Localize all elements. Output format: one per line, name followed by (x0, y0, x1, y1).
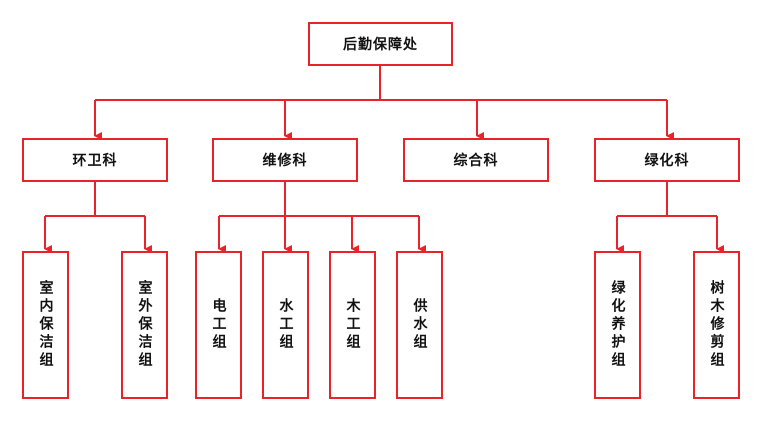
root-node: 后勤保障处 (308, 22, 453, 66)
group-node-plumber: 水工组 (262, 251, 309, 399)
group-node-water-supply: 供水组 (396, 251, 443, 399)
dept-node-general: 综合科 (403, 138, 549, 182)
dept-node-maintenance: 维修科 (212, 138, 358, 182)
dept-node-greening: 绿化科 (594, 138, 740, 182)
dept-node-sanitation: 环卫科 (22, 138, 168, 182)
group-node-tree-pruning: 树木修剪组 (693, 251, 740, 399)
group-node-outdoor-cleaning: 室外保洁组 (121, 251, 168, 399)
group-node-carpenter: 木工组 (329, 251, 376, 399)
group-node-indoor-cleaning: 室内保洁组 (22, 251, 69, 399)
group-node-greening-care: 绿化养护组 (594, 251, 641, 399)
group-node-electrician: 电工组 (195, 251, 242, 399)
